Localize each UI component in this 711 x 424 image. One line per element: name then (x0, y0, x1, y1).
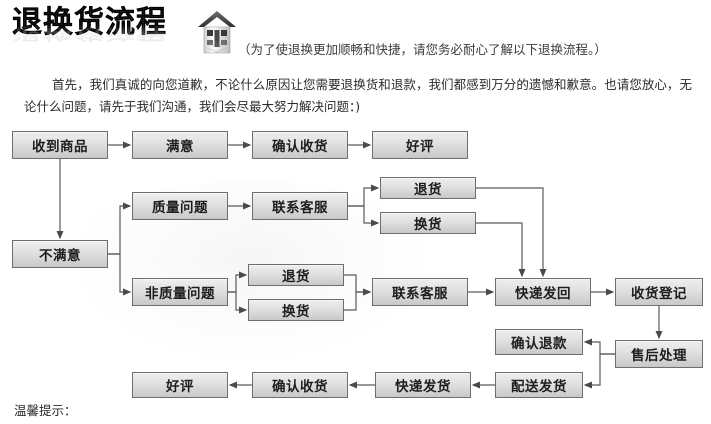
flow-node-haoping-top[interactable]: 好评 (372, 131, 468, 159)
flow-node-label: 确认收货 (272, 139, 328, 155)
footer-tip: 温馨提示： (14, 403, 77, 418)
flow-node-tuihuo-upper[interactable]: 退货 (380, 177, 476, 199)
flow-node-label: 好评 (406, 139, 434, 155)
flow-node-haoping-bottom[interactable]: 好评 (132, 372, 228, 398)
flow-node-label: 快递发回 (515, 286, 571, 302)
flow-node-label: 确认退款 (511, 336, 567, 352)
flow-node-feizhiliangwenti[interactable]: 非质量问题 (132, 278, 228, 306)
page-title-reflection: 退换货流程 (12, 23, 167, 43)
flow-node-huanhuo-upper[interactable]: 换货 (380, 212, 476, 234)
flow-node-label: 质量问题 (152, 200, 208, 216)
page-title-text: 退换货流程 (12, 5, 167, 40)
page-title: 退换货流程 退换货流程 (12, 5, 167, 56)
flow-node-label: 换货 (414, 217, 442, 233)
flow-node-manyi[interactable]: 满意 (132, 131, 228, 159)
intro-paragraph: 首先，我们真诚的向您道歉，不论什么原因让您需要退换货和退款，我们都感到万分的遗憾… (24, 77, 692, 114)
flow-node-label: 退货 (414, 182, 442, 198)
flow-node-label: 快递发货 (395, 379, 451, 395)
flow-node-label: 收到商品 (32, 139, 88, 155)
flow-node-label: 非质量问题 (145, 286, 215, 302)
flow-node-lianxikefu-upper[interactable]: 联系客服 (252, 192, 348, 220)
flow-node-label: 售后处理 (631, 348, 687, 364)
flow-node-querenshouhuo-bottom[interactable]: 确认收货 (252, 372, 348, 398)
flow-node-bumanyi[interactable]: 不满意 (12, 240, 108, 268)
flow-node-tuihuo-lower[interactable]: 退货 (248, 264, 344, 286)
flow-node-kuaidifahuo[interactable]: 快递发货 (375, 372, 471, 398)
page-subtitle: （为了使退换更加顺畅和快捷，请您务必耐心了解以下退换流程。） (238, 42, 607, 57)
flow-node-kuaidifahui[interactable]: 快递发回 (495, 278, 591, 306)
flow-node-lianxikefu-lower[interactable]: 联系客服 (372, 278, 468, 306)
flow-node-label: 换货 (282, 304, 310, 320)
flow-node-shoudaoshangpin[interactable]: 收到商品 (12, 131, 108, 159)
house-icon-reflection (206, 38, 228, 54)
flow-node-label: 收货登记 (631, 286, 687, 302)
flow-node-label: 不满意 (39, 248, 81, 264)
flow-node-zhiliangwenti[interactable]: 质量问题 (132, 192, 228, 220)
flow-node-shouhouchuli[interactable]: 售后处理 (615, 340, 703, 368)
flow-node-label: 配送发货 (511, 379, 567, 395)
flow-node-label: 确认收货 (272, 379, 328, 395)
flow-node-label: 联系客服 (272, 200, 328, 216)
flow-node-huanhuo-lower[interactable]: 换货 (248, 299, 344, 321)
flow-node-peisongfahuo[interactable]: 配送发货 (495, 372, 583, 398)
flow-node-querenshouhuo-top[interactable]: 确认收货 (252, 131, 348, 159)
flow-node-label: 退货 (282, 269, 310, 285)
flow-node-label: 好评 (166, 379, 194, 395)
flow-node-label: 联系客服 (392, 286, 448, 302)
house-icon (198, 11, 236, 54)
flow-node-shouhuodengji[interactable]: 收货登记 (615, 278, 703, 306)
flow-node-querentuikuan[interactable]: 确认退款 (495, 329, 583, 355)
flow-node-label: 满意 (166, 139, 194, 155)
